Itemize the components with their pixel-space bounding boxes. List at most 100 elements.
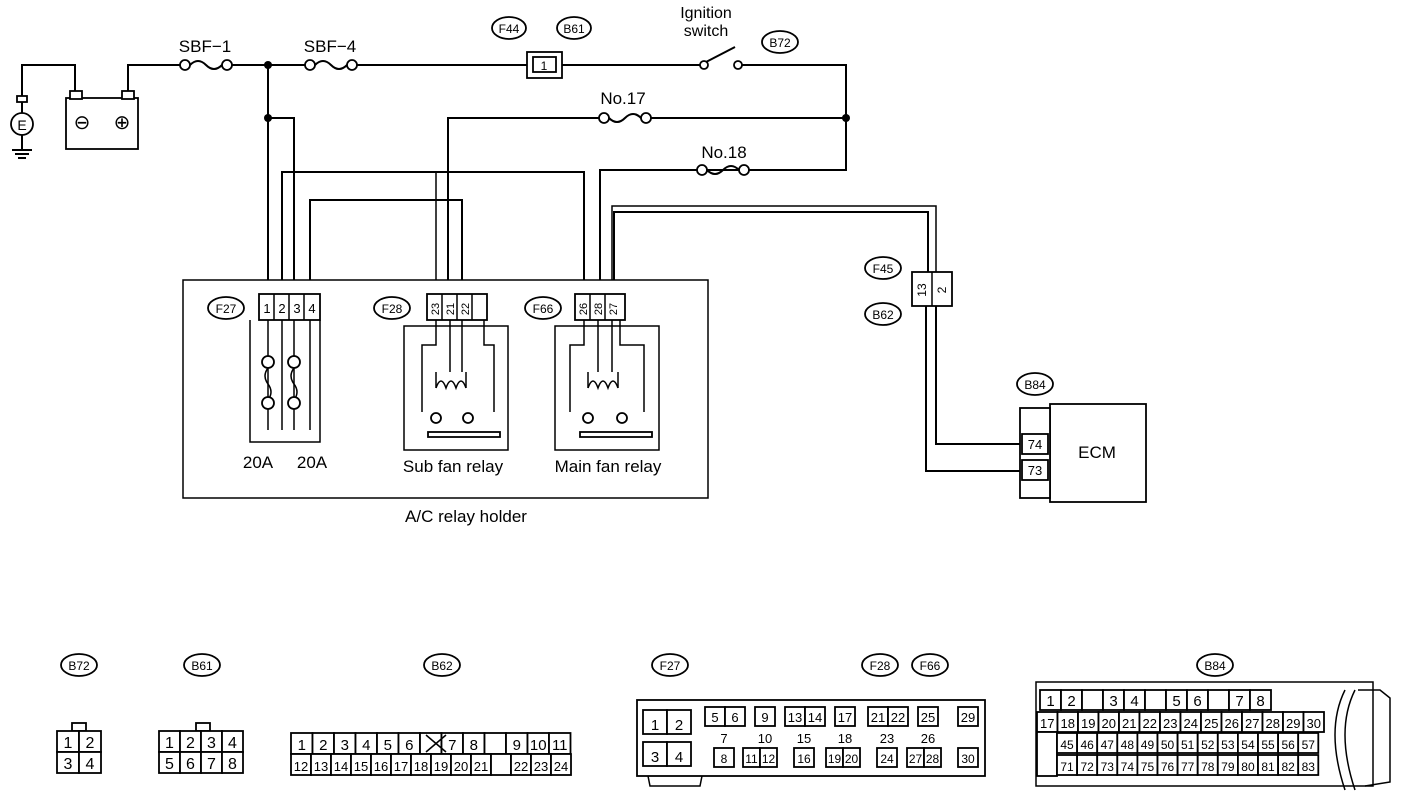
face-b84-pin: 57 <box>1302 738 1316 752</box>
relay-face-r3-cell <box>842 747 861 768</box>
face-b62-pin: 20 <box>454 759 468 774</box>
face-b84-pin: 29 <box>1286 716 1300 731</box>
b84-outline <box>1035 681 1374 787</box>
relay-face-g-cell <box>754 706 776 727</box>
tag-b72: B72 <box>769 36 791 50</box>
face-b84-pin: 50 <box>1161 738 1175 752</box>
f28-pin-21: 21 <box>445 303 457 315</box>
face-b84-cell <box>1144 689 1167 711</box>
relay-face-r3-pin: 24 <box>880 752 894 766</box>
relay-face-r3-pin: 16 <box>797 752 811 766</box>
face-b62-pin: 13 <box>314 759 328 774</box>
face-b84-pin: 81 <box>1261 760 1275 774</box>
relay-face-pin: 23 <box>880 731 894 746</box>
relay-face-r3-cell <box>793 747 815 768</box>
relay-face-pin: 26 <box>921 731 935 746</box>
ecm-pin-74: 74 <box>1028 437 1042 452</box>
face-b84-pin: 2 <box>1067 693 1075 710</box>
connector-f28: F28 23 21 22 <box>373 293 488 321</box>
face-b62-pin: 23 <box>534 759 548 774</box>
face-b61-pin: 5 <box>165 756 174 773</box>
face-b84-pin: 77 <box>1181 760 1195 774</box>
fuse-no17: No.17 <box>598 89 652 124</box>
ecm-pin-73: 73 <box>1028 463 1042 478</box>
relay-face-g-pin: 21 <box>871 710 885 725</box>
face-b72-pin: 4 <box>86 756 95 773</box>
face-b84-cell <box>1249 689 1272 711</box>
relay-face-r3-pin: 27 <box>909 752 923 766</box>
no17-label: No.17 <box>600 89 645 108</box>
connector-f44-b61: 1 F44 B61 <box>491 16 592 79</box>
face-b62-pin: 17 <box>394 759 408 774</box>
face-b62-pin: 4 <box>362 737 370 754</box>
relay-face-r3-pin: 19 <box>828 752 842 766</box>
fuse-sbf1: SBF−1 <box>179 37 233 71</box>
face-b62-pin: 16 <box>374 759 388 774</box>
fuse-sbf4: SBF−4 <box>304 37 358 71</box>
sub-fan-relay-label: Sub fan relay <box>403 457 504 476</box>
face-b62-pin: 24 <box>554 759 568 774</box>
face-b62-pin: 11 <box>552 737 568 754</box>
face-b84-pin: 7 <box>1235 693 1243 710</box>
face-b61-cell <box>221 751 244 774</box>
sub-fan-relay: Sub fan relay <box>403 320 509 476</box>
face-b84-pin: 79 <box>1221 760 1235 774</box>
face-b62-pin: 3 <box>341 737 349 754</box>
relay-face-left-cell <box>666 741 692 767</box>
relay-face-r3-pin: 11 <box>745 752 758 766</box>
f66-pin-26: 26 <box>578 303 590 315</box>
face-b84-pin: 82 <box>1281 760 1295 774</box>
face-b84-pin: 47 <box>1101 738 1115 752</box>
relay-face-r3-pin: 28 <box>926 752 940 766</box>
f27-pin-3: 3 <box>293 301 300 316</box>
face-b62-pin: 8 <box>470 737 478 754</box>
face-b62-pin: 9 <box>513 737 521 754</box>
face-b62-cell <box>419 732 443 755</box>
relay-face-g-cell <box>724 706 746 727</box>
relay-face-g-pin: 5 <box>711 710 718 725</box>
face-b84-pin: 21 <box>1122 716 1136 731</box>
face-b72-pin: 1 <box>64 735 73 752</box>
face-f28-tag <box>861 653 899 677</box>
face-b84-pin: 48 <box>1121 738 1135 752</box>
face-b84-pin: 45 <box>1060 738 1074 752</box>
face-b84-pin: 73 <box>1101 760 1115 774</box>
relay-face-left-pin: 1 <box>651 717 659 734</box>
main-fan-relay-label: Main fan relay <box>555 457 662 476</box>
face-b84-pin: 55 <box>1261 738 1275 752</box>
face-b84-pin: 71 <box>1060 760 1074 774</box>
relay-face-g-cell <box>887 706 909 727</box>
f28-pin-22: 22 <box>460 303 472 315</box>
fuse-20a-left-label: 20A <box>243 453 274 472</box>
face-b72-tag-label: B72 <box>68 659 90 673</box>
relay-face-g-pin: 14 <box>808 710 822 725</box>
ignition-label-1: Ignition <box>680 5 732 22</box>
face-f27-tag <box>651 653 689 677</box>
f28-pin-23: 23 <box>430 303 442 315</box>
face-b61-tag <box>183 653 221 677</box>
face-b84-pin: 8 <box>1256 693 1264 710</box>
face-b84-pin: 18 <box>1061 716 1075 731</box>
face-b84-pin: 28 <box>1266 716 1280 731</box>
battery-minus-label: ⊖ <box>74 112 91 134</box>
face-b62-pin: 2 <box>319 737 327 754</box>
face-b84-pin: 53 <box>1221 738 1235 752</box>
relay-face-g-pin: 25 <box>921 710 935 725</box>
f66-pin-28: 28 <box>593 303 605 315</box>
face-b62-pin: 14 <box>334 759 348 774</box>
face-b84-pin: 24 <box>1184 716 1198 731</box>
face-b62-pin: 5 <box>384 737 392 754</box>
battery-plus-label: ⊕ <box>114 112 131 134</box>
tag-f27: F27 <box>216 302 237 316</box>
tag-b61: B61 <box>563 22 585 36</box>
face-b62-tag <box>423 653 461 677</box>
relay-face-r3-pin: 8 <box>721 752 728 766</box>
tag-f44: F44 <box>499 22 520 36</box>
face-b84-pin: 5 <box>1172 693 1180 710</box>
relay-face-left-pin: 2 <box>675 717 683 734</box>
face-b84-cell <box>1297 754 1320 776</box>
face-b61-pin: 4 <box>228 735 237 752</box>
face-b61-pin: 1 <box>165 735 174 752</box>
face-b84-pin: 51 <box>1181 738 1195 752</box>
face-b62-pin: 7 <box>448 737 456 754</box>
